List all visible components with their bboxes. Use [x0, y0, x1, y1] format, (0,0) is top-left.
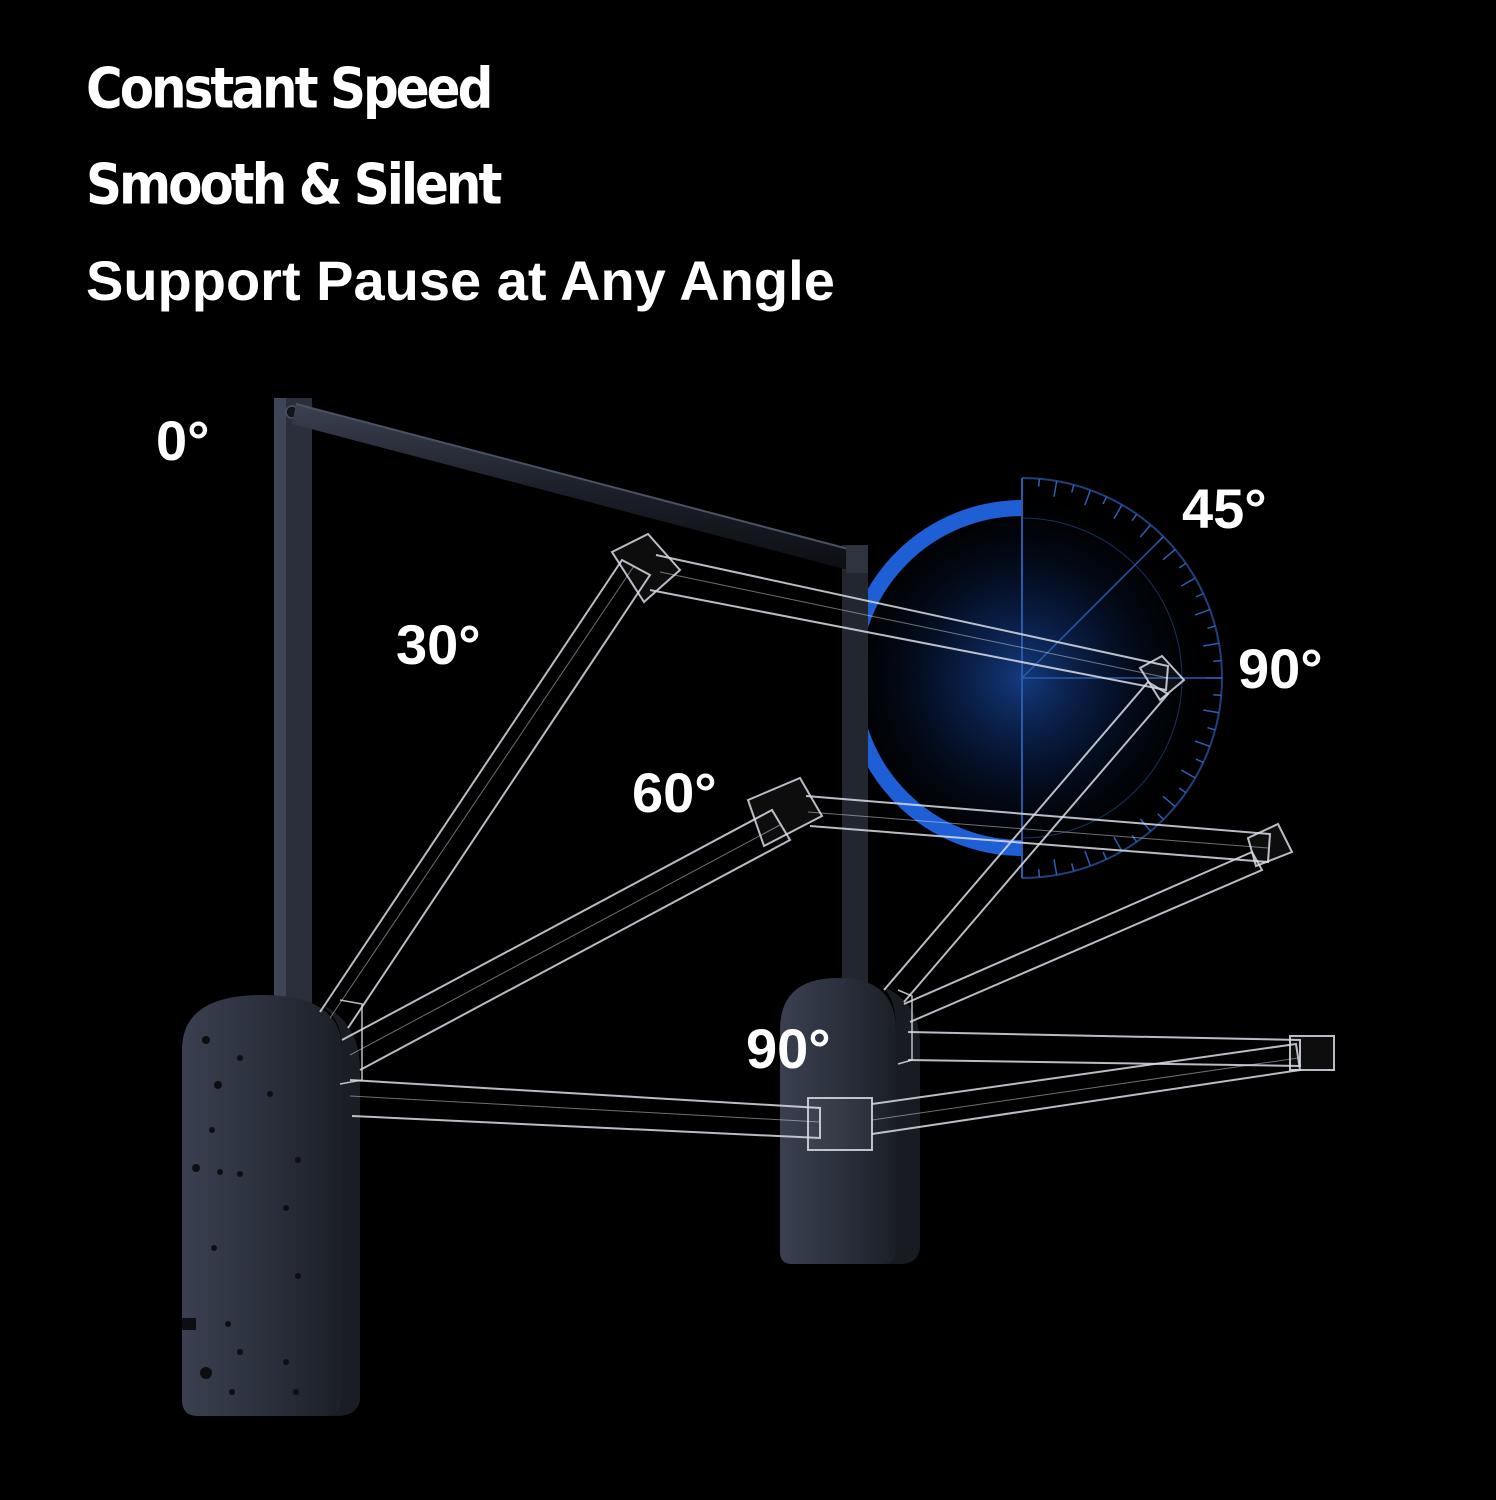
protractor-tick [1195, 592, 1204, 598]
crossbar-60 [805, 795, 1294, 868]
right-post [842, 545, 868, 985]
headline-constant-speed: Constant Speed [86, 56, 493, 121]
protractor-tick [1113, 504, 1123, 520]
protractor-tick [1178, 562, 1187, 569]
left-bracket [182, 398, 360, 1416]
protractor-tick [1213, 659, 1222, 663]
protractor-tick [1139, 818, 1152, 832]
protractor-tick [1084, 489, 1092, 506]
hanging-rod [292, 403, 868, 573]
protractor-ticks [1021, 478, 1222, 878]
protractor-tick [1180, 577, 1196, 587]
protractor-tick [1037, 478, 1041, 487]
left-housing-holes [192, 1036, 301, 1395]
protractor-tick [1194, 608, 1211, 616]
protractor-tick [1162, 548, 1176, 561]
arm-30-left [319, 532, 682, 1029]
protractor-tick [1070, 863, 1075, 872]
protractor-tick [1178, 787, 1187, 794]
crossbar-30 [649, 554, 1186, 702]
protractor-tick [1131, 513, 1138, 522]
protractor-tick [1203, 709, 1220, 714]
protractor-tick [1131, 834, 1138, 843]
protractor-tick [1084, 850, 1092, 867]
angle-label-30: 30° [396, 613, 481, 676]
protractor-tick [1102, 851, 1108, 860]
protractor-tick [1157, 813, 1164, 820]
protractor-45-line [1021, 537, 1163, 679]
arm-90-left [349, 1079, 873, 1151]
protractor-tick [1053, 480, 1058, 497]
angle-label-90-bottom: 90° [746, 1017, 831, 1080]
protractor-tick [1195, 758, 1204, 764]
protractor-tick [1213, 693, 1222, 697]
right-bracket [780, 545, 920, 1264]
protractor-tick [1207, 726, 1216, 731]
protractor-tick [1203, 642, 1220, 647]
protractor-tick [1113, 836, 1123, 852]
protractor-tick [1139, 524, 1152, 538]
angle-label-90-protractor: 90° [1238, 637, 1323, 700]
headline-pause-any-angle: Support Pause at Any Angle [86, 249, 835, 312]
headline-smooth-silent: Smooth & Silent [86, 152, 502, 217]
protractor-tick [1207, 625, 1216, 630]
arm-60-right [903, 850, 1264, 1023]
protractor-tick [1053, 859, 1058, 876]
angle-label-60: 60° [632, 761, 717, 824]
protractor-tick [1102, 496, 1108, 505]
right-housing [780, 978, 896, 1264]
protractor-tick [1194, 740, 1211, 748]
protractor-tick [1157, 536, 1164, 543]
protractor-tick [1037, 869, 1041, 878]
arm-30-right [883, 680, 1170, 1003]
angle-label-45: 45° [1182, 477, 1267, 540]
angle-label-0: 0° [156, 409, 210, 472]
arm-90-right [907, 1031, 1335, 1071]
ghost-arms [319, 532, 1335, 1151]
crossbar-90 [871, 1042, 1302, 1135]
left-housing [182, 995, 342, 1416]
protractor-tick [1070, 484, 1075, 493]
protractor-tick [1180, 769, 1196, 779]
protractor-tick [1162, 795, 1176, 808]
arm-60-left [341, 776, 824, 1071]
